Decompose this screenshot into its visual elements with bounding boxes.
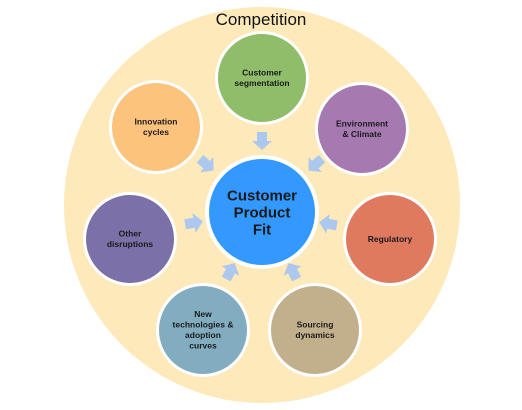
node-label: Innovation: [135, 117, 178, 127]
node-label: curves: [189, 341, 217, 351]
node-label: technologies &: [173, 320, 234, 330]
node-circle: [346, 195, 434, 283]
node-environment-climate: Environment& Climate: [315, 82, 409, 176]
node-circle: [86, 195, 174, 283]
node-label: dynamics: [295, 330, 334, 340]
node-label: cycles: [143, 127, 169, 137]
node-circle: [271, 286, 359, 374]
arrow-to-center: [221, 263, 240, 282]
node-label: adoption: [185, 330, 221, 340]
node-label: Other: [119, 229, 142, 239]
node-circle: [318, 85, 406, 173]
arrow-shape: [319, 213, 338, 234]
center-circle: [209, 159, 315, 265]
outer-label: Competition: [216, 10, 307, 29]
arrow-to-center: [196, 154, 214, 173]
arrow-to-center: [319, 213, 338, 234]
center-label: Product: [234, 204, 291, 221]
node-label: Environment: [336, 119, 388, 129]
arrow-shape: [196, 154, 214, 173]
arrows-layer: [184, 132, 338, 282]
node-label: Customer: [242, 68, 282, 78]
node-circle: [218, 34, 306, 122]
center-label: Customer: [227, 187, 297, 204]
node-label: Regulatory: [368, 234, 413, 244]
arrow-shape: [184, 212, 203, 233]
node-circle: [159, 286, 247, 374]
arrow-to-center: [308, 154, 326, 173]
arrow-shape: [308, 154, 326, 173]
node-circle: [112, 83, 200, 171]
node-label: & Climate: [342, 129, 381, 139]
node-label: disruptions: [107, 239, 154, 249]
arrow-to-center: [184, 212, 203, 233]
arrow-shape: [283, 263, 302, 282]
node-label: segmentation: [234, 78, 289, 88]
center-label: Fit: [253, 221, 271, 238]
arrow-to-center: [283, 263, 302, 282]
arrow-to-center: [252, 132, 272, 150]
node-label: Sourcing: [297, 320, 334, 330]
arrow-shape: [221, 263, 240, 282]
node-label: New: [194, 309, 212, 319]
arrow-shape: [252, 132, 272, 150]
node-regulatory: Regulatory: [343, 192, 437, 286]
